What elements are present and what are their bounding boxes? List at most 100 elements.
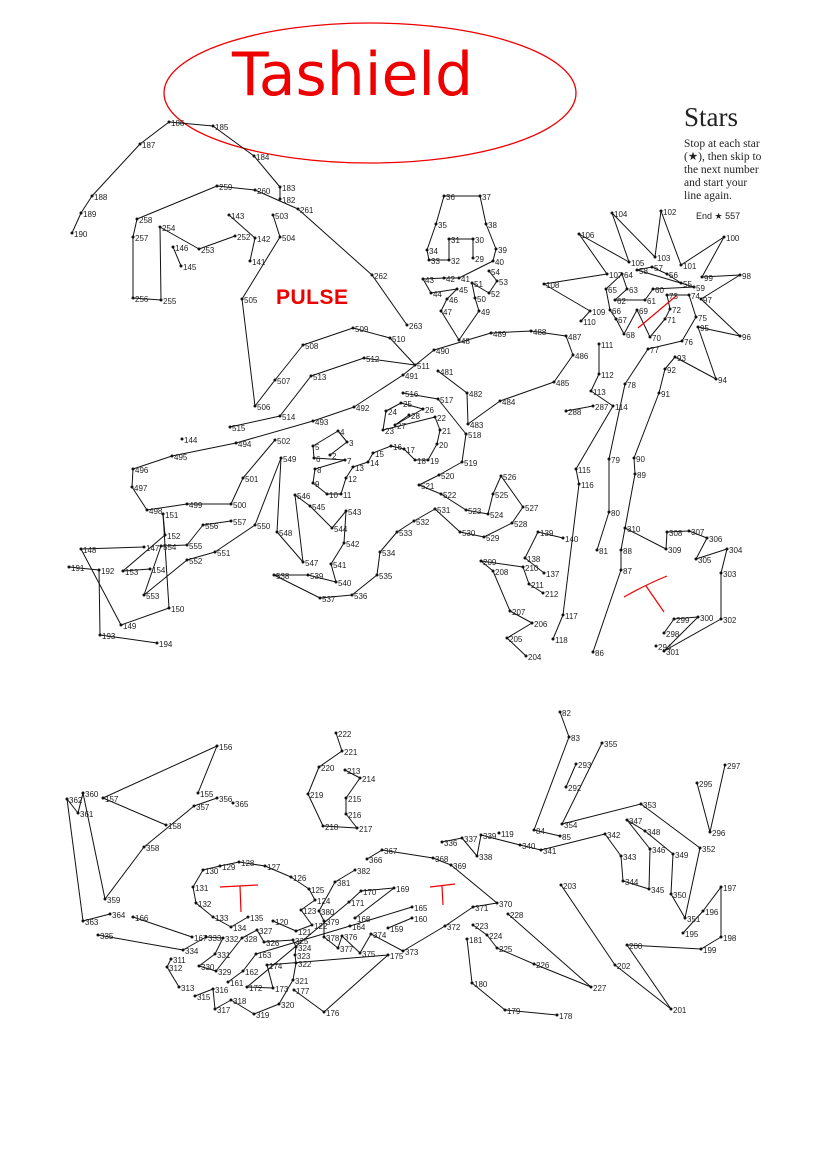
dot-marker [564,334,568,338]
connecting-line [663,618,675,634]
dot-marker [633,472,637,476]
connecting-line [308,888,316,901]
connecting-line [367,452,374,463]
connecting-line [480,560,524,568]
dot-marker [425,248,429,252]
connecting-line [426,249,430,261]
connecting-line [104,846,145,900]
dot-marker [436,397,440,401]
dot-number: 253 [201,246,215,255]
dot-marker [447,258,451,262]
dot-marker [484,222,488,226]
dot-number: 361 [80,810,94,819]
dot-number: 15 [375,450,384,459]
dot-number: 173 [275,985,289,994]
dot-number: 174 [269,962,283,971]
dot-marker [248,259,252,263]
dot-number: 156 [219,743,233,752]
dot-marker [313,898,317,902]
connecting-line [578,233,608,275]
panel-instructions: Stop at each star (★), then skip to the … [684,138,762,202]
connecting-line [228,214,256,239]
dot-marker [343,768,347,772]
dot-marker [470,981,474,985]
dot-number: 226 [536,961,550,970]
connecting-line [382,416,436,431]
dot-number: 380 [321,908,335,917]
dot-number: 4 [340,428,345,437]
dot-number: 141 [252,258,266,267]
dot-marker [663,317,667,321]
dot-marker [669,892,673,896]
dot-marker [142,545,146,549]
dot-number: 161 [230,979,244,988]
dot-number: 117 [565,612,578,621]
dot-marker [79,211,83,215]
dot-number: 130 [205,867,219,876]
connecting-line [471,982,506,1011]
dot-number: 500 [233,501,247,510]
dot-number: 352 [702,845,716,854]
dot-number: 328 [244,935,258,944]
connecting-line [519,844,542,851]
dot-marker [273,378,277,382]
connecting-line [349,906,413,927]
dot-number: 548 [279,529,293,538]
dot-number: 259 [219,183,233,192]
connecting-line [614,964,672,1010]
connecting-line [360,887,395,892]
dot-number: 532 [416,518,430,527]
connecting-line [318,910,325,922]
dot-number: 140 [565,535,579,544]
dot-marker [595,548,599,552]
connecting-line [337,430,348,443]
dot-marker [486,512,490,516]
dot-marker [307,887,311,891]
dot-number: 160 [414,915,428,924]
connecting-line [459,531,485,538]
dot-marker [529,329,533,333]
connecting-line [389,337,416,366]
connecting-line [486,934,498,949]
dot-marker [67,565,71,569]
dot-number: 183 [282,184,296,193]
connecting-line [458,310,480,341]
dot-marker [131,235,135,239]
connecting-line [609,309,617,320]
connecting-line [295,924,313,932]
dot-marker [705,536,709,540]
dot-number: 535 [379,572,393,581]
dot-marker [311,419,315,423]
dot-number: 87 [623,567,632,576]
connecting-line [382,410,387,431]
dot-number: 373 [405,948,419,957]
dot-marker [388,336,392,340]
connecting-line [227,970,244,983]
connecting-line [402,392,439,400]
dot-marker [567,735,571,739]
connecting-line [159,226,200,250]
connecting-line [565,405,594,412]
dot-marker [561,613,565,617]
dot-marker [560,822,564,826]
dot-number: 381 [337,879,351,888]
connecting-line [702,886,722,912]
connecting-line [543,283,591,312]
dot-marker [253,188,257,192]
connecting-line [242,439,276,479]
dot-marker [701,909,705,913]
dot-number: 154 [152,566,166,575]
dot-marker [263,864,267,868]
dot-marker [487,269,491,273]
dot-marker [505,636,509,640]
dot-number: 327 [259,927,273,936]
dot-number: 317 [217,1006,231,1015]
dot-marker [273,438,277,442]
dot-marker [413,458,417,462]
dot-marker [521,505,525,509]
dot-number: 114 [615,403,628,412]
connecting-line [300,899,316,911]
dot-number: 82 [562,709,571,718]
dot-number: 28 [411,412,420,421]
dot-number: 139 [540,529,554,538]
